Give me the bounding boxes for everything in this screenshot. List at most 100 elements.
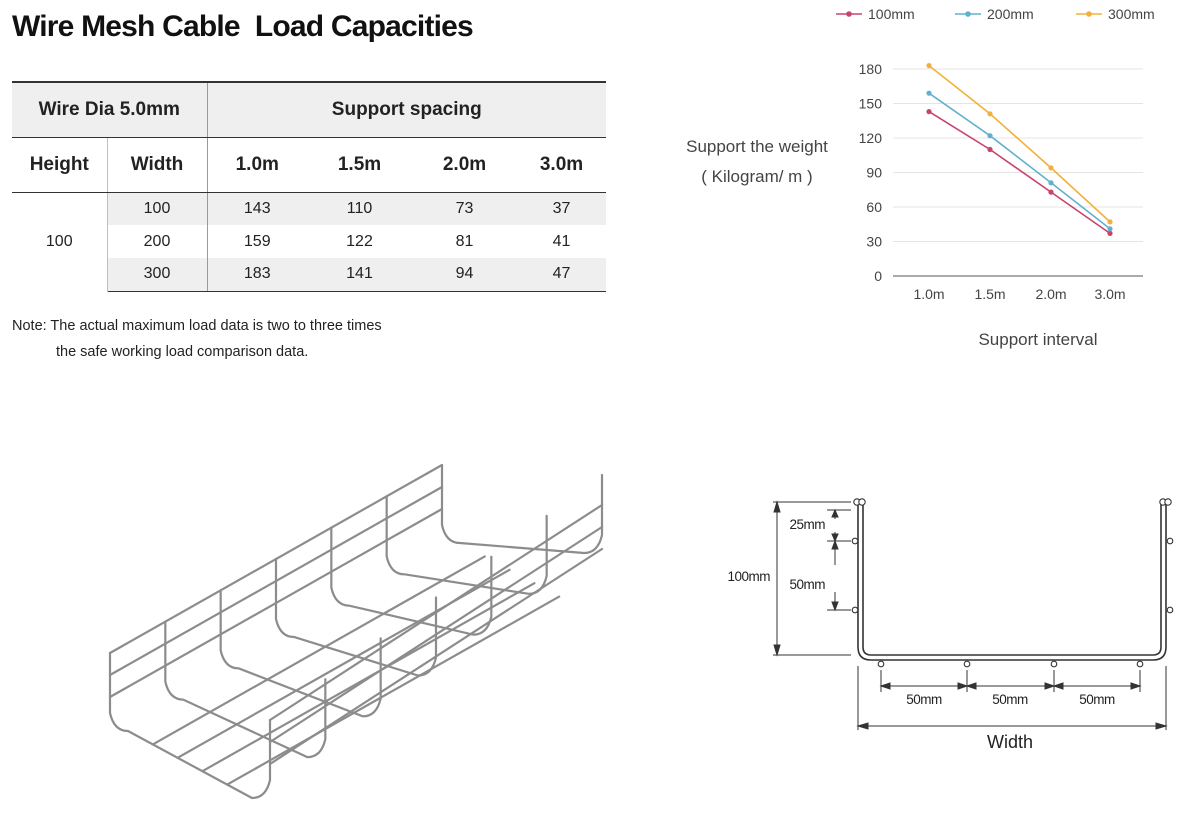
legend-entry: 100mm: [868, 6, 915, 22]
load-cell: 81: [455, 232, 474, 250]
data-point: [1048, 180, 1054, 186]
depth-50mm-label: 50mm: [789, 577, 825, 592]
data-point: [926, 90, 932, 96]
width-label: Width: [987, 732, 1033, 752]
tray-profile: [857, 502, 1167, 661]
note-text-continued: the safe working load comparison data.: [56, 344, 309, 360]
load-line-chart: 0 30 60 90 120 150 180 1.0m 1.5m 2.0m 3.0m 100mm 2…: [686, 6, 1155, 349]
spacing-header: 3.0m: [517, 137, 606, 193]
tray-wire: [330, 526, 493, 636]
y-tick-label: 60: [866, 199, 882, 215]
data-point: [1107, 226, 1113, 232]
data-point: [987, 133, 993, 139]
series-line: [928, 92, 1111, 230]
data-point: [926, 109, 932, 115]
pitch-label: 50mm: [1079, 692, 1115, 707]
x-tick-label: 1.5m: [974, 286, 1005, 302]
x-axis-label: Support interval: [978, 330, 1097, 349]
data-point: [1107, 219, 1113, 225]
tray-wire: [176, 568, 511, 759]
y-tick-label: 180: [859, 61, 883, 77]
load-cell: 143: [207, 192, 307, 225]
tray-wire: [226, 595, 561, 786]
chart-series: [926, 63, 1113, 236]
load-cell: 183: [207, 258, 307, 292]
x-tick-label: 3.0m: [1094, 286, 1125, 302]
tray-wire: [201, 582, 536, 773]
load-cell: 41: [552, 232, 571, 250]
width-cell: 300: [107, 258, 208, 292]
width-header: Width: [107, 137, 208, 193]
tray-wires: [108, 463, 604, 800]
load-cell: 94: [412, 258, 517, 292]
depth-25mm-label: 25mm: [789, 517, 825, 532]
load-cell: 37: [517, 192, 606, 225]
height-header: Height: [12, 137, 108, 193]
table-header-row: Wire Dia 5.0mm Support spacing: [12, 81, 606, 138]
tray-wire: [268, 525, 604, 744]
pitch-label: 50mm: [992, 692, 1028, 707]
page-title: Wire Mesh Cable Load Capacities: [12, 10, 474, 43]
wire-dots: [851, 498, 1174, 668]
x-tick-labels: 1.0m 1.5m 2.0m 3.0m: [913, 286, 1125, 302]
tray-dimension-drawing: 25mm 50mm 100mm 50mm 50mm 50mm Width: [727, 498, 1174, 752]
y-tick-labels: 0 30 60 90 120 150 180: [859, 61, 883, 284]
note-text: Note: The actual maximum load data is tw…: [12, 318, 382, 334]
data-point: [926, 63, 932, 69]
tray-wire: [108, 485, 444, 677]
data-point: [1048, 165, 1054, 171]
legend-swatch-dot: [1086, 11, 1092, 17]
spacing-header: 1.5m: [307, 137, 412, 193]
y-tick-label: 0: [874, 268, 882, 284]
data-point: [1048, 189, 1054, 195]
load-cell: 73: [412, 192, 517, 225]
load-cell: 159: [243, 232, 271, 250]
tray-wire: [151, 555, 486, 746]
wire-dia-header: Wire Dia 5.0mm: [12, 81, 208, 138]
series-line: [928, 110, 1111, 235]
table-subheader-row: Height Width 1.0m 1.5m 2.0m 3.0m: [12, 137, 606, 193]
series-line: [928, 64, 1111, 223]
y-tick-label: 90: [866, 165, 882, 181]
dimension-lines: [773, 500, 1168, 730]
tray-wire: [440, 463, 604, 555]
data-point: [987, 111, 993, 117]
x-tick-label: 1.0m: [913, 286, 944, 302]
table-row: 200 159 122 81 41: [12, 225, 606, 258]
spacing-header: 2.0m: [412, 137, 517, 193]
height-cell: 100: [12, 192, 108, 291]
table-row: 100 100 143 110 73 37: [12, 192, 606, 291]
pitch-label: 50mm: [906, 692, 942, 707]
y-tick-label: 30: [866, 234, 882, 250]
height-100mm-label: 100mm: [727, 569, 770, 584]
load-cell: 141: [307, 258, 412, 292]
load-capacity-table: Wire Dia 5.0mm Support spacing Height Wi…: [12, 81, 606, 292]
data-point: [987, 146, 993, 153]
legend-entry: 300mm: [1108, 6, 1155, 22]
legend-entry: 200mm: [987, 6, 1034, 22]
legend-swatch-dot: [846, 11, 852, 17]
tray-wire: [108, 463, 444, 655]
width-cell: 100: [107, 192, 208, 225]
y-axis-label: Support the weight: [686, 137, 828, 156]
data-point: [1107, 230, 1113, 236]
wire-mesh-tray-illustration: [108, 463, 604, 800]
y-tick-label: 120: [859, 130, 883, 146]
table-row: 300 183 141 94 47: [12, 258, 606, 292]
load-cell: 47: [517, 258, 606, 292]
tray-wire: [385, 495, 548, 595]
legend-swatch-dot: [965, 11, 971, 17]
width-cell: 200: [107, 225, 208, 258]
tray-wire: [164, 620, 327, 759]
load-cell: 122: [346, 232, 373, 250]
spacing-header: 1.0m: [207, 137, 307, 193]
chart-legend: 100mm 200mm 300mm: [836, 6, 1155, 22]
tray-wire: [108, 651, 272, 800]
y-axis-unit-label: ( Kilogram/ m ): [701, 167, 812, 186]
tray-wire: [108, 507, 444, 699]
support-spacing-header: Support spacing: [207, 81, 606, 138]
x-tick-label: 2.0m: [1035, 286, 1066, 302]
load-cell: 110: [307, 192, 412, 225]
tray-wire: [219, 589, 382, 718]
y-tick-label: 150: [859, 96, 883, 112]
